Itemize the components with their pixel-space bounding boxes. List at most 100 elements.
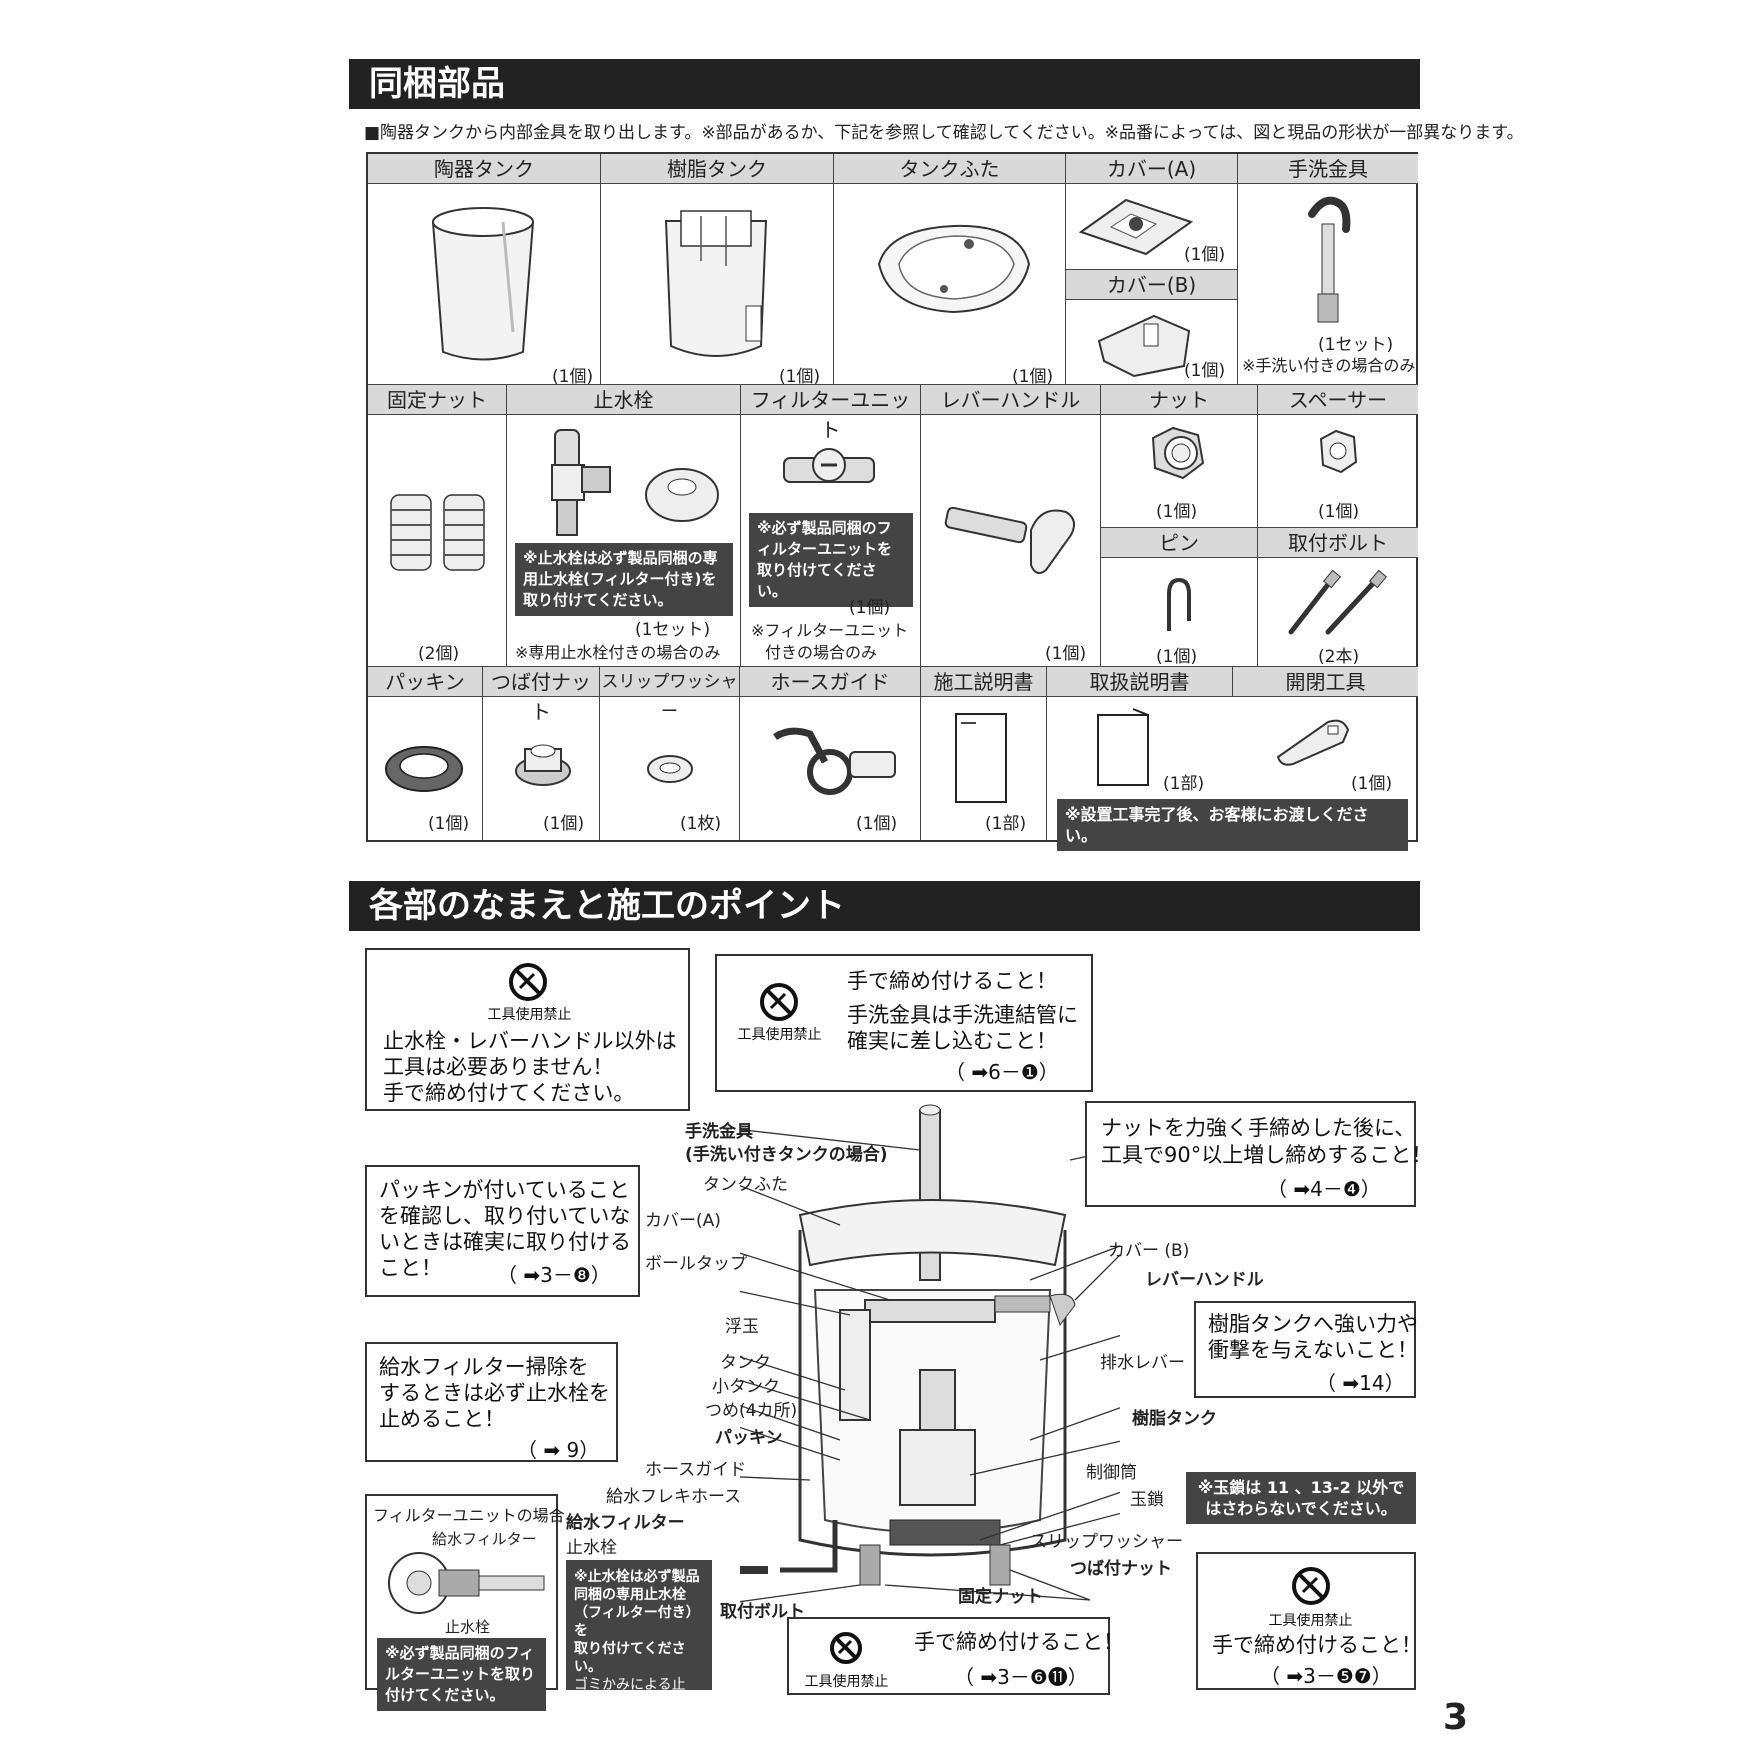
label-diag-ball-tap: ボールタップ bbox=[645, 1254, 747, 1274]
label-stop-valve: 止水栓 bbox=[507, 385, 741, 415]
cell-user-manual-and-tool: (1部) (1個) ※設置工事完了後、お客様にお渡しください。 bbox=[1047, 697, 1418, 851]
label-diag-cover-b: カバー (B) bbox=[1108, 1241, 1190, 1261]
qty: (1セット) bbox=[635, 620, 711, 640]
qty: (1個) bbox=[1184, 361, 1226, 381]
label-diag-water-filter: 給水フィルター bbox=[566, 1513, 685, 1533]
callout-line: こと！ bbox=[379, 1256, 442, 1280]
stop-valve-icon bbox=[551, 429, 611, 536]
callout-ref: （ ➡14） bbox=[1316, 1371, 1405, 1395]
fixing-nut-icon bbox=[390, 494, 485, 571]
callout-flange-nut: 工具使用禁止 手で締め付けること！ （ ➡3－❺❼） bbox=[1196, 1552, 1422, 1690]
label-flange-nut: つば付ナット bbox=[483, 667, 600, 724]
label-diag-fixing-nut: 固定ナット bbox=[958, 1587, 1043, 1607]
label-diag-lever-handle: レバーハンドル bbox=[1145, 1270, 1264, 1290]
callout-line: 樹脂タンクへ強い力や bbox=[1208, 1312, 1418, 1336]
filter-case-label-b: 止水栓 bbox=[445, 1618, 491, 1636]
cell-cover-a: (1個) bbox=[1066, 184, 1238, 270]
filter-unit-icon bbox=[783, 448, 875, 483]
callout-line: 手で締め付けてください。 bbox=[383, 1081, 635, 1105]
no-tools-label: 工具使用禁止 bbox=[1268, 1613, 1353, 1629]
cell-packing: (1個) bbox=[368, 697, 483, 840]
cell-resin-tank: (1個) bbox=[601, 184, 834, 387]
resin-tank-icon bbox=[664, 210, 768, 357]
label-diag-stop-valve: 止水栓 bbox=[566, 1538, 617, 1558]
user-manual-qty: (1部) bbox=[1163, 774, 1205, 794]
label-diag-hose-guide: ホースガイド bbox=[645, 1460, 747, 1480]
cell-install-manual: (1部) bbox=[921, 697, 1047, 840]
callout-line: 止めること！ bbox=[379, 1407, 505, 1431]
label-diag-small-tank: 小タンク bbox=[712, 1377, 780, 1397]
callout-line: 手で締め付けること！ bbox=[847, 969, 1057, 993]
stop-valve-diagram-warning: ※止水栓は必ず製品 同梱の専用止水栓 （フィルター付き）を 取り付けてください。… bbox=[566, 1560, 712, 1747]
cell-pin: (1個) bbox=[1101, 558, 1258, 667]
packing-icon bbox=[385, 746, 463, 792]
cover-b-icon bbox=[1097, 314, 1191, 378]
callout-packing: パッキンが付いていること を確認し、取り付いていな いときは確実に取り付ける こ… bbox=[365, 1165, 640, 1297]
callout-line: パッキンが付いていること bbox=[379, 1178, 630, 1202]
open-tool-qty: (1個) bbox=[1351, 774, 1393, 794]
lever-handle-icon bbox=[944, 506, 1076, 575]
label-cover-b: カバー(B) bbox=[1066, 270, 1238, 300]
no-tools-icon bbox=[509, 963, 547, 1001]
cell-nut: (1個) bbox=[1101, 415, 1258, 528]
qty: (1個) bbox=[849, 598, 891, 618]
callout-line: 工具は必要ありません！ bbox=[383, 1055, 614, 1079]
label-diag-packing: パッキン bbox=[715, 1428, 783, 1448]
stop-valve-note: ※専用止水栓付きの場合のみ bbox=[515, 643, 721, 662]
qty: (1個) bbox=[1156, 502, 1198, 522]
callout-line: 確実に差し込むこと！ bbox=[847, 1029, 1057, 1053]
filter-unit-closeup-icon bbox=[388, 1552, 545, 1614]
cell-filter-unit: ※必ず製品同梱のフィルターユニットを取り付けてください。 (1個) ※フィルター… bbox=[741, 415, 921, 667]
escutcheon-icon bbox=[645, 468, 719, 522]
callout-filter-cleaning: 給水フィルター掃除を するときは必ず止水栓を 止めること！ （ ➡ 9） bbox=[365, 1342, 618, 1462]
callout-ref: （ ➡4－❹） bbox=[1267, 1177, 1381, 1201]
intro-text: ■陶器タンクから内部金具を取り出します。※部品があるか、下記を参照して確認してく… bbox=[364, 123, 1524, 143]
qty: (1セット) bbox=[1318, 335, 1394, 355]
qty: (1個) bbox=[1156, 647, 1198, 667]
qty: (1部) bbox=[985, 814, 1027, 834]
install-manual-icon bbox=[955, 713, 1007, 803]
callout-line: 手で締め付けること！ bbox=[1212, 1633, 1422, 1657]
label-resin-tank: 樹脂タンク bbox=[601, 154, 834, 184]
label-filter-unit: フィルターユニット bbox=[741, 385, 921, 442]
filter-unit-note1: ※フィルターユニット bbox=[751, 621, 909, 640]
parts-table: 陶器タンク 樹脂タンク タンクふた カバー(A) 手洗金具 (1個) (1個) … bbox=[366, 152, 1418, 851]
filter-case-label-a: 給水フィルター bbox=[432, 1530, 537, 1548]
callout-resin-tank: 樹脂タンクへ強い力や 衝撃を与えないこと！ （ ➡14） bbox=[1194, 1301, 1418, 1398]
label-diag-cover-a: カバー(A) bbox=[645, 1211, 721, 1231]
callout-ref: （ ➡3－❽） bbox=[497, 1263, 611, 1287]
ceramic-tank-icon bbox=[431, 207, 535, 361]
label-diag-lid: タンクふた bbox=[703, 1175, 788, 1195]
label-hose-guide: ホースガイド bbox=[740, 667, 921, 697]
flange-nut-icon bbox=[515, 744, 571, 786]
label-install-manual: 施工説明書 bbox=[921, 667, 1047, 697]
callout-ref: （ ➡3－❺❼） bbox=[1260, 1664, 1392, 1688]
callout-line: いときは確実に取り付ける bbox=[379, 1230, 631, 1254]
qty: (1個) bbox=[543, 814, 585, 834]
cell-hose-guide: (1個) bbox=[740, 697, 921, 840]
stop-valve-warning: ※止水栓は必ず製品同梱の専用止水栓(フィルター付き)を取り付けてください。 bbox=[515, 543, 733, 616]
label-spacer: スペーサー bbox=[1258, 385, 1418, 415]
faucet-note: ※手洗い付きの場合のみ bbox=[1242, 356, 1416, 375]
qty: (1個) bbox=[1184, 245, 1226, 265]
no-tools-icon bbox=[830, 1632, 862, 1664]
label-packing: パッキン bbox=[368, 667, 483, 697]
label-diag-tank: タンク bbox=[720, 1353, 771, 1373]
no-tools-label: 工具使用禁止 bbox=[804, 1674, 889, 1690]
cell-mount-bolt: (2本) bbox=[1258, 558, 1418, 667]
page-number: 3 bbox=[1443, 1697, 1469, 1738]
callout-line: ナットを力強く手締めした後に、 bbox=[1101, 1116, 1416, 1140]
cell-ceramic-tank: (1個) bbox=[368, 184, 601, 387]
hose-guide-icon bbox=[773, 727, 896, 795]
label-diag-control-tube: 制御筒 bbox=[1086, 1463, 1137, 1483]
no-tools-label: 工具使用禁止 bbox=[737, 1027, 822, 1043]
callout-line: するときは必ず止水栓を bbox=[379, 1381, 610, 1405]
user-manual-icon bbox=[1097, 708, 1149, 786]
filter-unit-note2: 付きの場合のみ bbox=[765, 643, 878, 662]
callout-ref: （ ➡ 9） bbox=[517, 1438, 600, 1462]
label-diag-drain-lever: 排水レバー bbox=[1100, 1353, 1185, 1373]
label-faucet: 手洗金具 bbox=[1238, 154, 1418, 184]
filter-case-title: フィルターユニットの場合 bbox=[373, 1506, 565, 1525]
label-diag-float: 浮玉 bbox=[725, 1317, 759, 1337]
no-tools-label: 工具使用禁止 bbox=[487, 1007, 572, 1023]
